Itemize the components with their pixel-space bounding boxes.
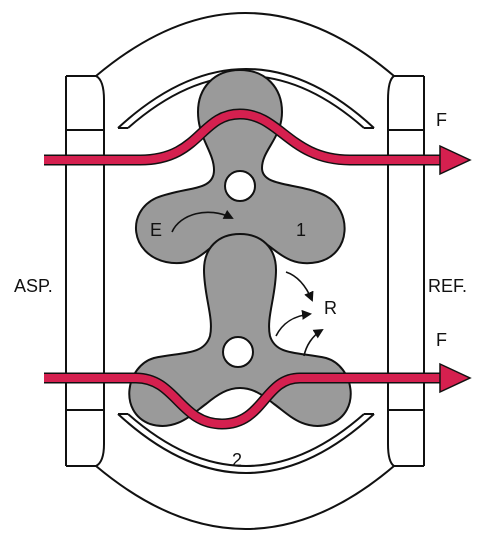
flow-bottom-arrowhead: [439, 362, 472, 394]
return-label: R: [324, 298, 337, 318]
rotation-arrows: [171, 209, 324, 357]
flow-bottom-label: F: [436, 330, 447, 350]
lobe-2-label: 2: [232, 450, 242, 470]
return-arrow-2: [275, 309, 312, 337]
flow-top-label: F: [436, 110, 447, 130]
inlet-label: ASP.: [14, 276, 53, 296]
return-arrow-1: [285, 271, 314, 302]
outlet-label: REF.: [428, 276, 467, 296]
entry-label: E: [150, 220, 162, 240]
return-arrow-3: [303, 328, 324, 357]
rotor-1-shaft: [224, 170, 256, 202]
lobe-1-label: 1: [296, 220, 306, 240]
entry-arrow: [171, 209, 234, 233]
flow-paths: [44, 108, 472, 430]
flow-top-arrowhead: [439, 144, 472, 176]
rotor-2-shaft: [222, 336, 254, 368]
